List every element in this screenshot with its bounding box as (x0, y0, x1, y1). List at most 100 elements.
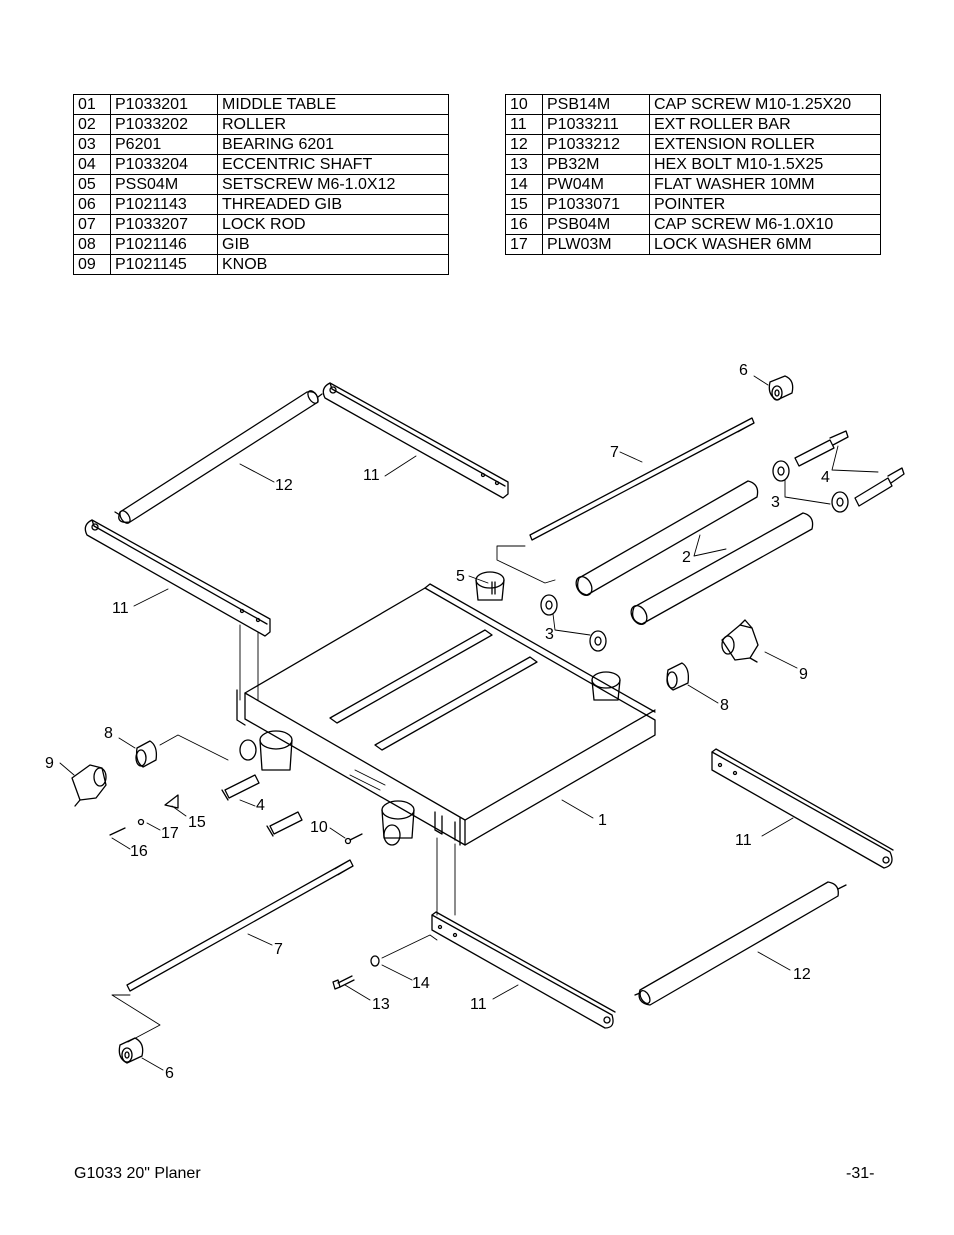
eccentric-shaft-upper-1 (794, 430, 849, 467)
callout-6: 6 (739, 362, 748, 379)
callout-8: 8 (104, 725, 113, 742)
part-description: LOCK ROD (217, 214, 449, 235)
gib-left (135, 734, 229, 768)
threaded-gib-upper (768, 375, 794, 401)
callout-14: 14 (412, 975, 430, 992)
part-number: PSS04M (110, 174, 218, 195)
part-number: P1033071 (542, 194, 650, 215)
callout-4: 4 (256, 797, 265, 814)
part-description: HEX BOLT M10-1.5X25 (649, 154, 881, 175)
ext-roller-bar-upper-rear (322, 382, 509, 499)
roller-1 (575, 480, 759, 596)
lock-washer (137, 818, 145, 826)
part-ref: 08 (73, 234, 111, 255)
callout-2: 2 (682, 549, 691, 566)
callout-10: 10 (310, 819, 328, 836)
part-number: P1033212 (542, 134, 650, 155)
eccentric-shaft-lower-2 (266, 811, 303, 837)
part-number: P1021145 (110, 254, 218, 275)
part-description: SETSCREW M6-1.0X12 (217, 174, 449, 195)
hex-bolt (332, 975, 355, 990)
lock-rod-lower (111, 859, 354, 1043)
callout-12: 12 (275, 477, 293, 494)
pointer (164, 794, 179, 809)
callout-7: 7 (274, 941, 283, 958)
part-ref: 04 (73, 154, 111, 175)
part-number: P1021143 (110, 194, 218, 215)
callout-17: 17 (161, 825, 179, 842)
part-number: PLW03M (542, 234, 650, 255)
callout-7: 7 (610, 444, 619, 461)
part-ref: 05 (73, 174, 111, 195)
callout-11: 11 (470, 996, 487, 1013)
part-description: LOCK WASHER 6MM (649, 234, 881, 255)
callout-9: 9 (45, 755, 54, 772)
ext-roller-bar-lower-rear (711, 748, 894, 869)
part-description: KNOB (217, 254, 449, 275)
part-number: P1033211 (542, 114, 650, 135)
part-ref: 09 (73, 254, 111, 275)
callout-4: 4 (821, 469, 830, 486)
callout-11: 11 (363, 467, 380, 484)
flat-washer (370, 955, 380, 967)
part-number: P1033202 (110, 114, 218, 135)
callout-3: 3 (771, 494, 780, 511)
knob-right (721, 619, 759, 663)
callout-16: 16 (130, 843, 148, 860)
part-ref: 14 (505, 174, 543, 195)
leader-lines (59, 375, 879, 1071)
ext-roller-bar-lower-front (431, 911, 616, 1029)
part-description: THREADED GIB (217, 194, 449, 215)
part-description: BEARING 6201 (217, 134, 449, 155)
ext-roller-lower (634, 881, 847, 1006)
part-number: PB32M (542, 154, 650, 175)
bearing-lower-2 (589, 630, 607, 652)
part-description: CAP SCREW M10-1.25X20 (649, 94, 881, 115)
threaded-gib-lower (118, 1037, 144, 1064)
cap-screw-m6 (109, 827, 126, 836)
callout-11: 11 (735, 832, 752, 849)
bearing-lower-1 (540, 594, 558, 616)
footer-page-number: -31- (846, 1165, 875, 1182)
part-number: P1033207 (110, 214, 218, 235)
part-ref: 16 (505, 214, 543, 235)
part-ref: 06 (73, 194, 111, 215)
eccentric-shaft-upper-2 (854, 467, 905, 507)
ext-roller-bar-upper-front (84, 519, 271, 637)
part-description: CAP SCREW M6-1.0X10 (649, 214, 881, 235)
callout-5: 5 (456, 568, 465, 585)
callout-13: 13 (372, 996, 390, 1013)
callout-6: 6 (165, 1065, 174, 1082)
ext-roller-upper (114, 390, 323, 524)
part-description: EXTENSION ROLLER (649, 134, 881, 155)
knob-left (71, 764, 107, 807)
bearing-upper-1 (772, 460, 790, 482)
callout-1: 1 (598, 812, 607, 829)
part-description: EXT ROLLER BAR (649, 114, 881, 135)
callout-12: 12 (793, 966, 811, 983)
lock-rod-upper (496, 417, 755, 584)
callout-8: 8 (720, 697, 729, 714)
callout-15: 15 (188, 814, 206, 831)
roller-2 (630, 512, 814, 625)
callout-9: 9 (799, 666, 808, 683)
callout-3: 3 (545, 626, 554, 643)
eccentric-shaft-lower-1 (221, 774, 260, 801)
middle-table (236, 571, 656, 846)
